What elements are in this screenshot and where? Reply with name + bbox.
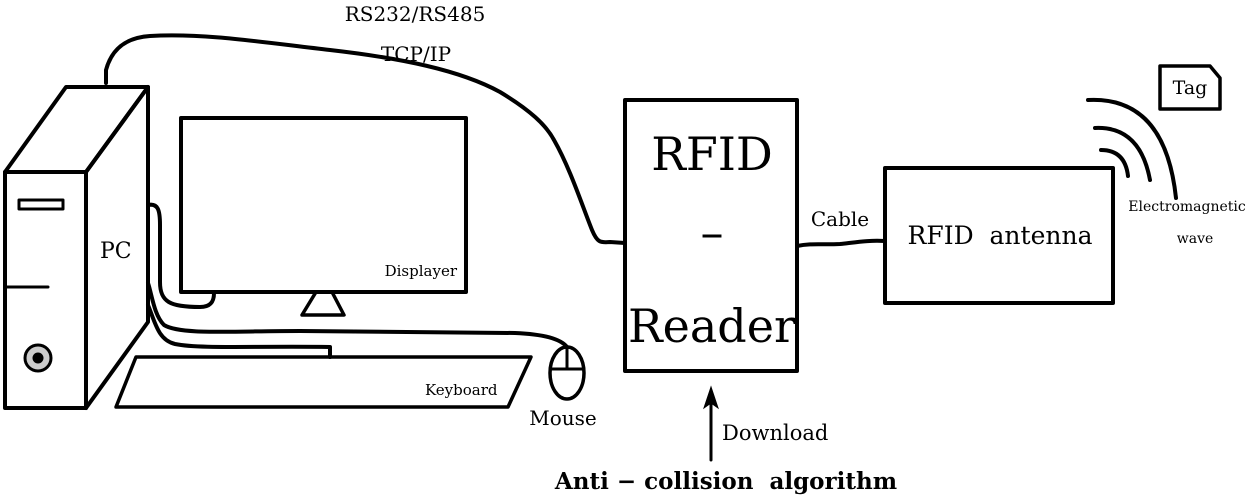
pc-tower <box>3 85 150 410</box>
reader-title-line3: Reader <box>628 299 796 353</box>
rfid-antenna-box <box>883 166 1115 305</box>
algorithm-label: Anti − collision algorithm <box>554 468 897 495</box>
drive-slot <box>17 198 65 211</box>
keyboard <box>114 355 533 409</box>
serial-network-cable <box>104 33 627 245</box>
reader-title-line2: – <box>701 205 724 259</box>
mouse <box>548 345 586 401</box>
protocol-network-label: TCP/IP <box>381 42 451 66</box>
protocol-serial-label: RS232/RS485 <box>345 2 486 26</box>
mouse-cable <box>146 281 569 349</box>
rfid-tag <box>1158 64 1222 111</box>
rfid-reader-box <box>623 98 799 373</box>
tag-label: Tag <box>1173 77 1208 99</box>
wave-label-line2: wave <box>1177 231 1214 247</box>
keyboard-label: Keyboard <box>425 381 498 399</box>
reader-title-line1: RFID <box>651 127 773 181</box>
monitor-cable <box>146 202 216 309</box>
pc-cables <box>146 202 569 359</box>
cable-label: Cable <box>811 207 869 231</box>
displayer-label: Displayer <box>385 262 458 280</box>
pc-label: PC <box>100 239 132 264</box>
mouse-label: Mouse <box>529 406 597 430</box>
download-label: Download <box>722 421 828 445</box>
antenna-cable <box>795 238 887 248</box>
wave-label-line1: Electromagnetic <box>1128 199 1246 215</box>
antenna-label: RFID antenna <box>908 221 1093 250</box>
download-arrow <box>703 385 719 462</box>
keyboard-cable <box>146 303 332 359</box>
electromagnetic-waves <box>1086 97 1178 200</box>
monitor <box>179 116 468 317</box>
